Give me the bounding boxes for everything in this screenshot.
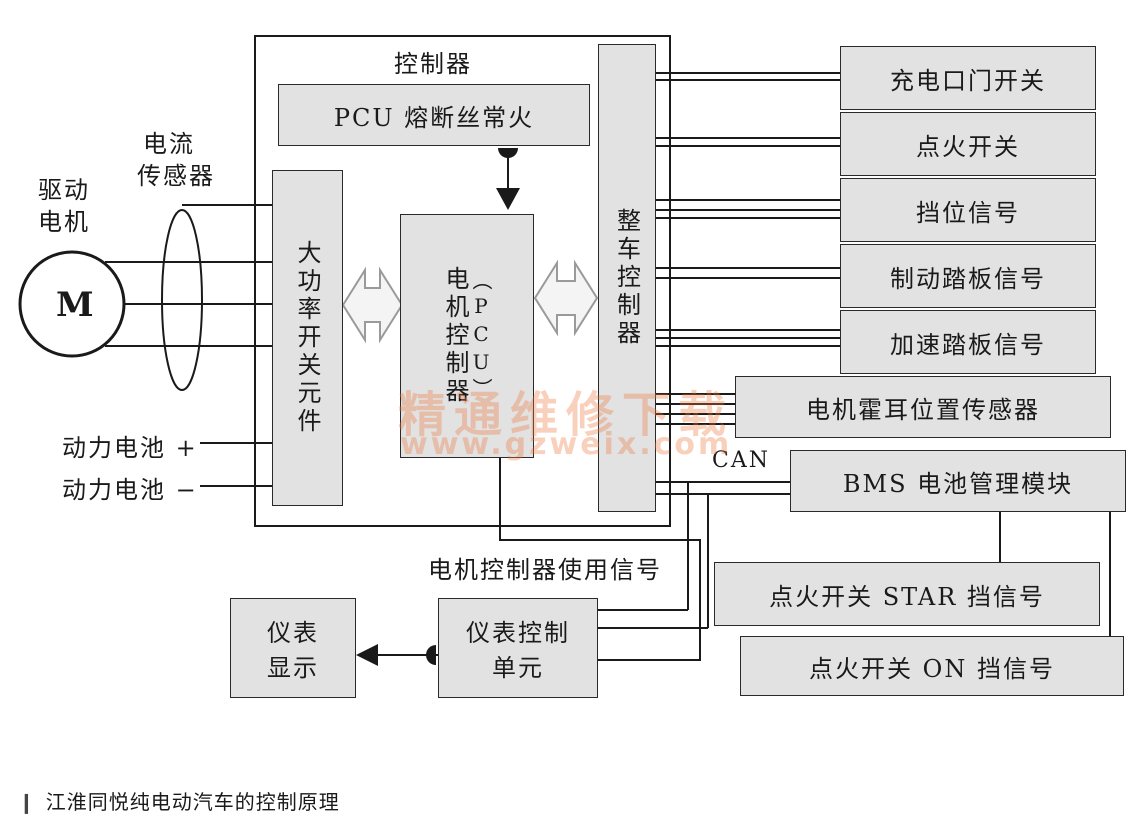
- power-switch-box: 大功率开关元件: [272, 170, 343, 506]
- input-label-brake: 制动踏板信号: [890, 264, 1046, 293]
- motor-circle: [18, 250, 126, 358]
- motor-label-line1: 驱动: [38, 176, 90, 204]
- input-box-brake: 制动踏板信号: [840, 244, 1096, 308]
- motor-symbol: M: [56, 285, 96, 325]
- pcu-fuse-label: PCU 熔断丝常火: [333, 103, 535, 132]
- current-sensor-label-line2: 传感器: [137, 162, 215, 190]
- battery-minus-label: 动力电池 −: [62, 476, 198, 504]
- bidirectional-arrow-right: [533, 259, 599, 337]
- instrument-control-line1: 仪表控制: [466, 619, 570, 647]
- current-sensor-ring: [161, 209, 203, 391]
- controller-title: 控制器: [394, 50, 472, 78]
- input-box-accelerator: 加速踏板信号: [840, 310, 1096, 374]
- on-signal-label: 点火开关 ON 挡信号: [809, 654, 1055, 683]
- instrument-control-line2: 单元: [492, 654, 544, 682]
- figure-caption: ❙ 江淮同悦纯电动汽车的控制原理: [18, 786, 340, 815]
- bms-label: BMS 电池管理模块: [842, 469, 1074, 498]
- power-switch-label: 大功率开关元件: [293, 240, 321, 436]
- caption-marker: ❙: [18, 790, 36, 814]
- instrument-display-line2: 显示: [267, 654, 319, 682]
- controller-frame: [254, 35, 671, 527]
- input-label-charge-door: 充电口门开关: [890, 66, 1046, 95]
- vcu-label: 整车控制器: [612, 208, 641, 348]
- input-box-hall-sensor: 电机霍耳位置传感器: [735, 376, 1111, 438]
- start-signal-label: 点火开关 STAR 挡信号: [769, 582, 1045, 611]
- vcu-box: 整车控制器: [598, 44, 656, 512]
- input-box-ignition: 点火开关: [840, 112, 1096, 176]
- pcu-fuse-box: PCU 熔断丝常火: [278, 84, 590, 146]
- on-signal-box: 点火开关 ON 挡信号: [740, 636, 1124, 696]
- input-label-gear: 挡位信号: [916, 198, 1020, 227]
- motor-label-line2: 电机: [38, 208, 90, 236]
- instrument-display-line1: 仪表: [267, 619, 319, 647]
- bidirectional-arrow-left: [341, 266, 404, 344]
- caption-text: 江淮同悦纯电动汽车的控制原理: [45, 790, 340, 814]
- input-label-hall-sensor: 电机霍耳位置传感器: [806, 395, 1040, 424]
- instrument-control-box: 仪表控制 单元: [438, 598, 598, 698]
- watermark-cn: 精通维修下载: [398, 387, 735, 443]
- input-box-gear: 挡位信号: [840, 178, 1096, 242]
- input-box-charge-door: 充电口门开关: [840, 46, 1096, 110]
- watermark-url: www.gzweix.com: [400, 427, 733, 462]
- bms-box: BMS 电池管理模块: [790, 450, 1126, 512]
- motor-controller-sub: （PCU）: [469, 270, 493, 402]
- motor-controller-label: 电机控制器: [441, 266, 469, 406]
- start-signal-box: 点火开关 STAR 挡信号: [714, 562, 1100, 626]
- usage-signal-label: 电机控制器使用信号: [428, 556, 662, 584]
- motor-controller-box: 电机控制器 （PCU）: [400, 214, 534, 458]
- can-label: CAN: [712, 448, 770, 473]
- input-label-accelerator: 加速踏板信号: [890, 330, 1046, 359]
- current-sensor-label-line1: 电流: [143, 130, 195, 158]
- input-label-ignition: 点火开关: [916, 132, 1020, 161]
- instrument-display-box: 仪表 显示: [230, 598, 356, 698]
- battery-plus-label: 动力电池 +: [62, 434, 198, 462]
